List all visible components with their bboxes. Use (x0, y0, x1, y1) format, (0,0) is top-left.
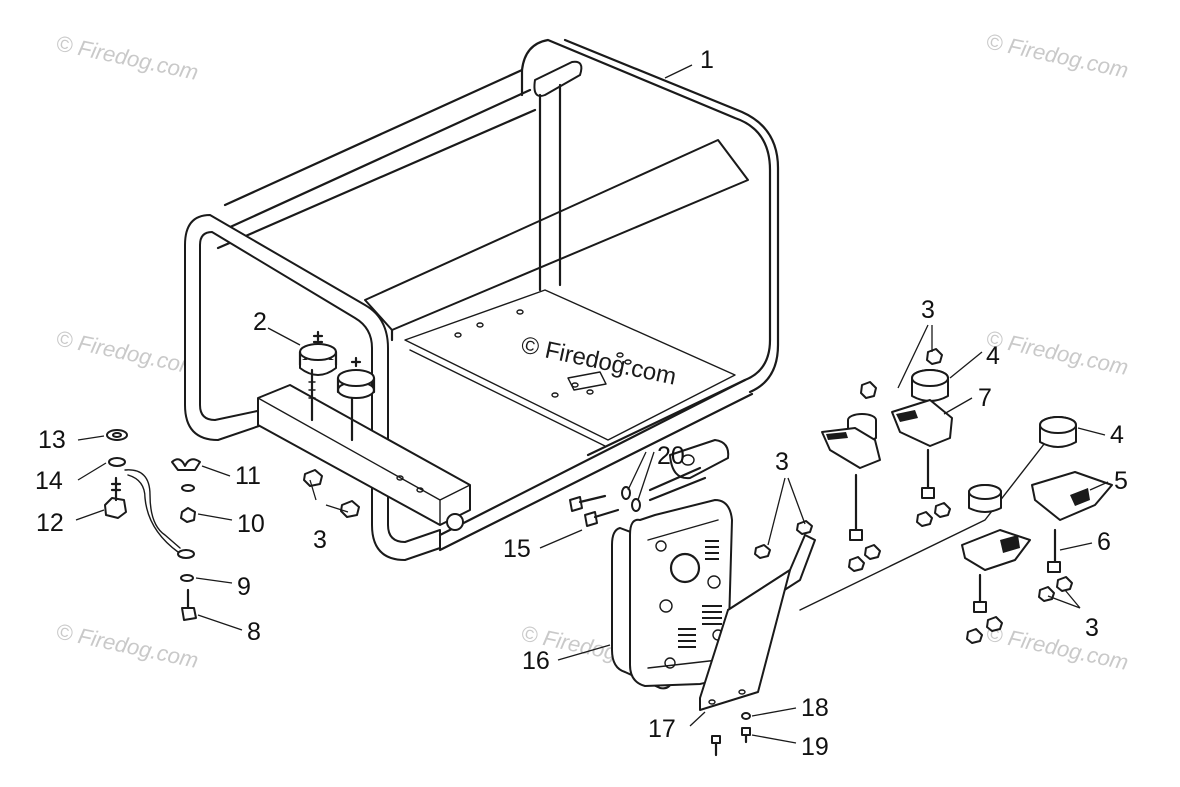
leader-lines (75, 64, 1109, 744)
callout-1: 1 (700, 46, 714, 74)
callout-16: 16 (522, 647, 550, 675)
muffler-assembly (569, 439, 816, 757)
callout-15: 15 (503, 535, 531, 563)
callout-12: 12 (36, 509, 64, 537)
callout-4-lower: 4 (1110, 421, 1124, 449)
watermark-bottom-right: © Firedog.com (984, 620, 1131, 675)
callout-8: 8 (247, 618, 261, 646)
callout-11: 11 (235, 462, 261, 490)
rubber-mount-rear (336, 356, 376, 442)
watermark-mid-right: © Firedog.com (984, 325, 1131, 380)
watermark-top-left: © Firedog.com (54, 30, 201, 85)
callout-3-bracket: 3 (775, 448, 789, 476)
callout-3-left: 3 (313, 526, 327, 554)
callout-20: 20 (657, 442, 685, 470)
center-watermark: © Firedog.com (519, 331, 679, 390)
callout-13: 13 (38, 426, 66, 454)
watermark-bottom-left: © Firedog.com (54, 618, 201, 673)
callout-2: 2 (253, 308, 267, 336)
callout-3-top-right: 3 (921, 296, 935, 324)
callout-7: 7 (978, 384, 992, 412)
watermark-mid-left: © Firedog.com (54, 325, 201, 380)
rubber-mount-front (298, 330, 338, 422)
callout-14: 14 (35, 467, 63, 495)
callout-4-upper: 4 (986, 342, 1000, 370)
callout-3-bottom-right: 3 (1085, 614, 1099, 642)
callout-9: 9 (237, 573, 251, 601)
center-watermark-box (567, 371, 607, 391)
callout-5: 5 (1114, 467, 1128, 495)
nuts-left (303, 469, 360, 518)
callout-17: 17 (648, 715, 676, 743)
right-mounts (799, 348, 1113, 644)
callout-6: 6 (1097, 528, 1111, 556)
ground-hardware (104, 429, 201, 621)
watermark-top-right: © Firedog.com (984, 28, 1131, 83)
frame-assembly (184, 38, 780, 561)
callout-18: 18 (801, 694, 829, 722)
callout-10: 10 (237, 510, 265, 538)
callouts: 1 2 3 3 3 3 4 4 5 6 7 8 9 10 11 12 13 14… (35, 46, 1128, 761)
callout-19: 19 (801, 733, 829, 761)
